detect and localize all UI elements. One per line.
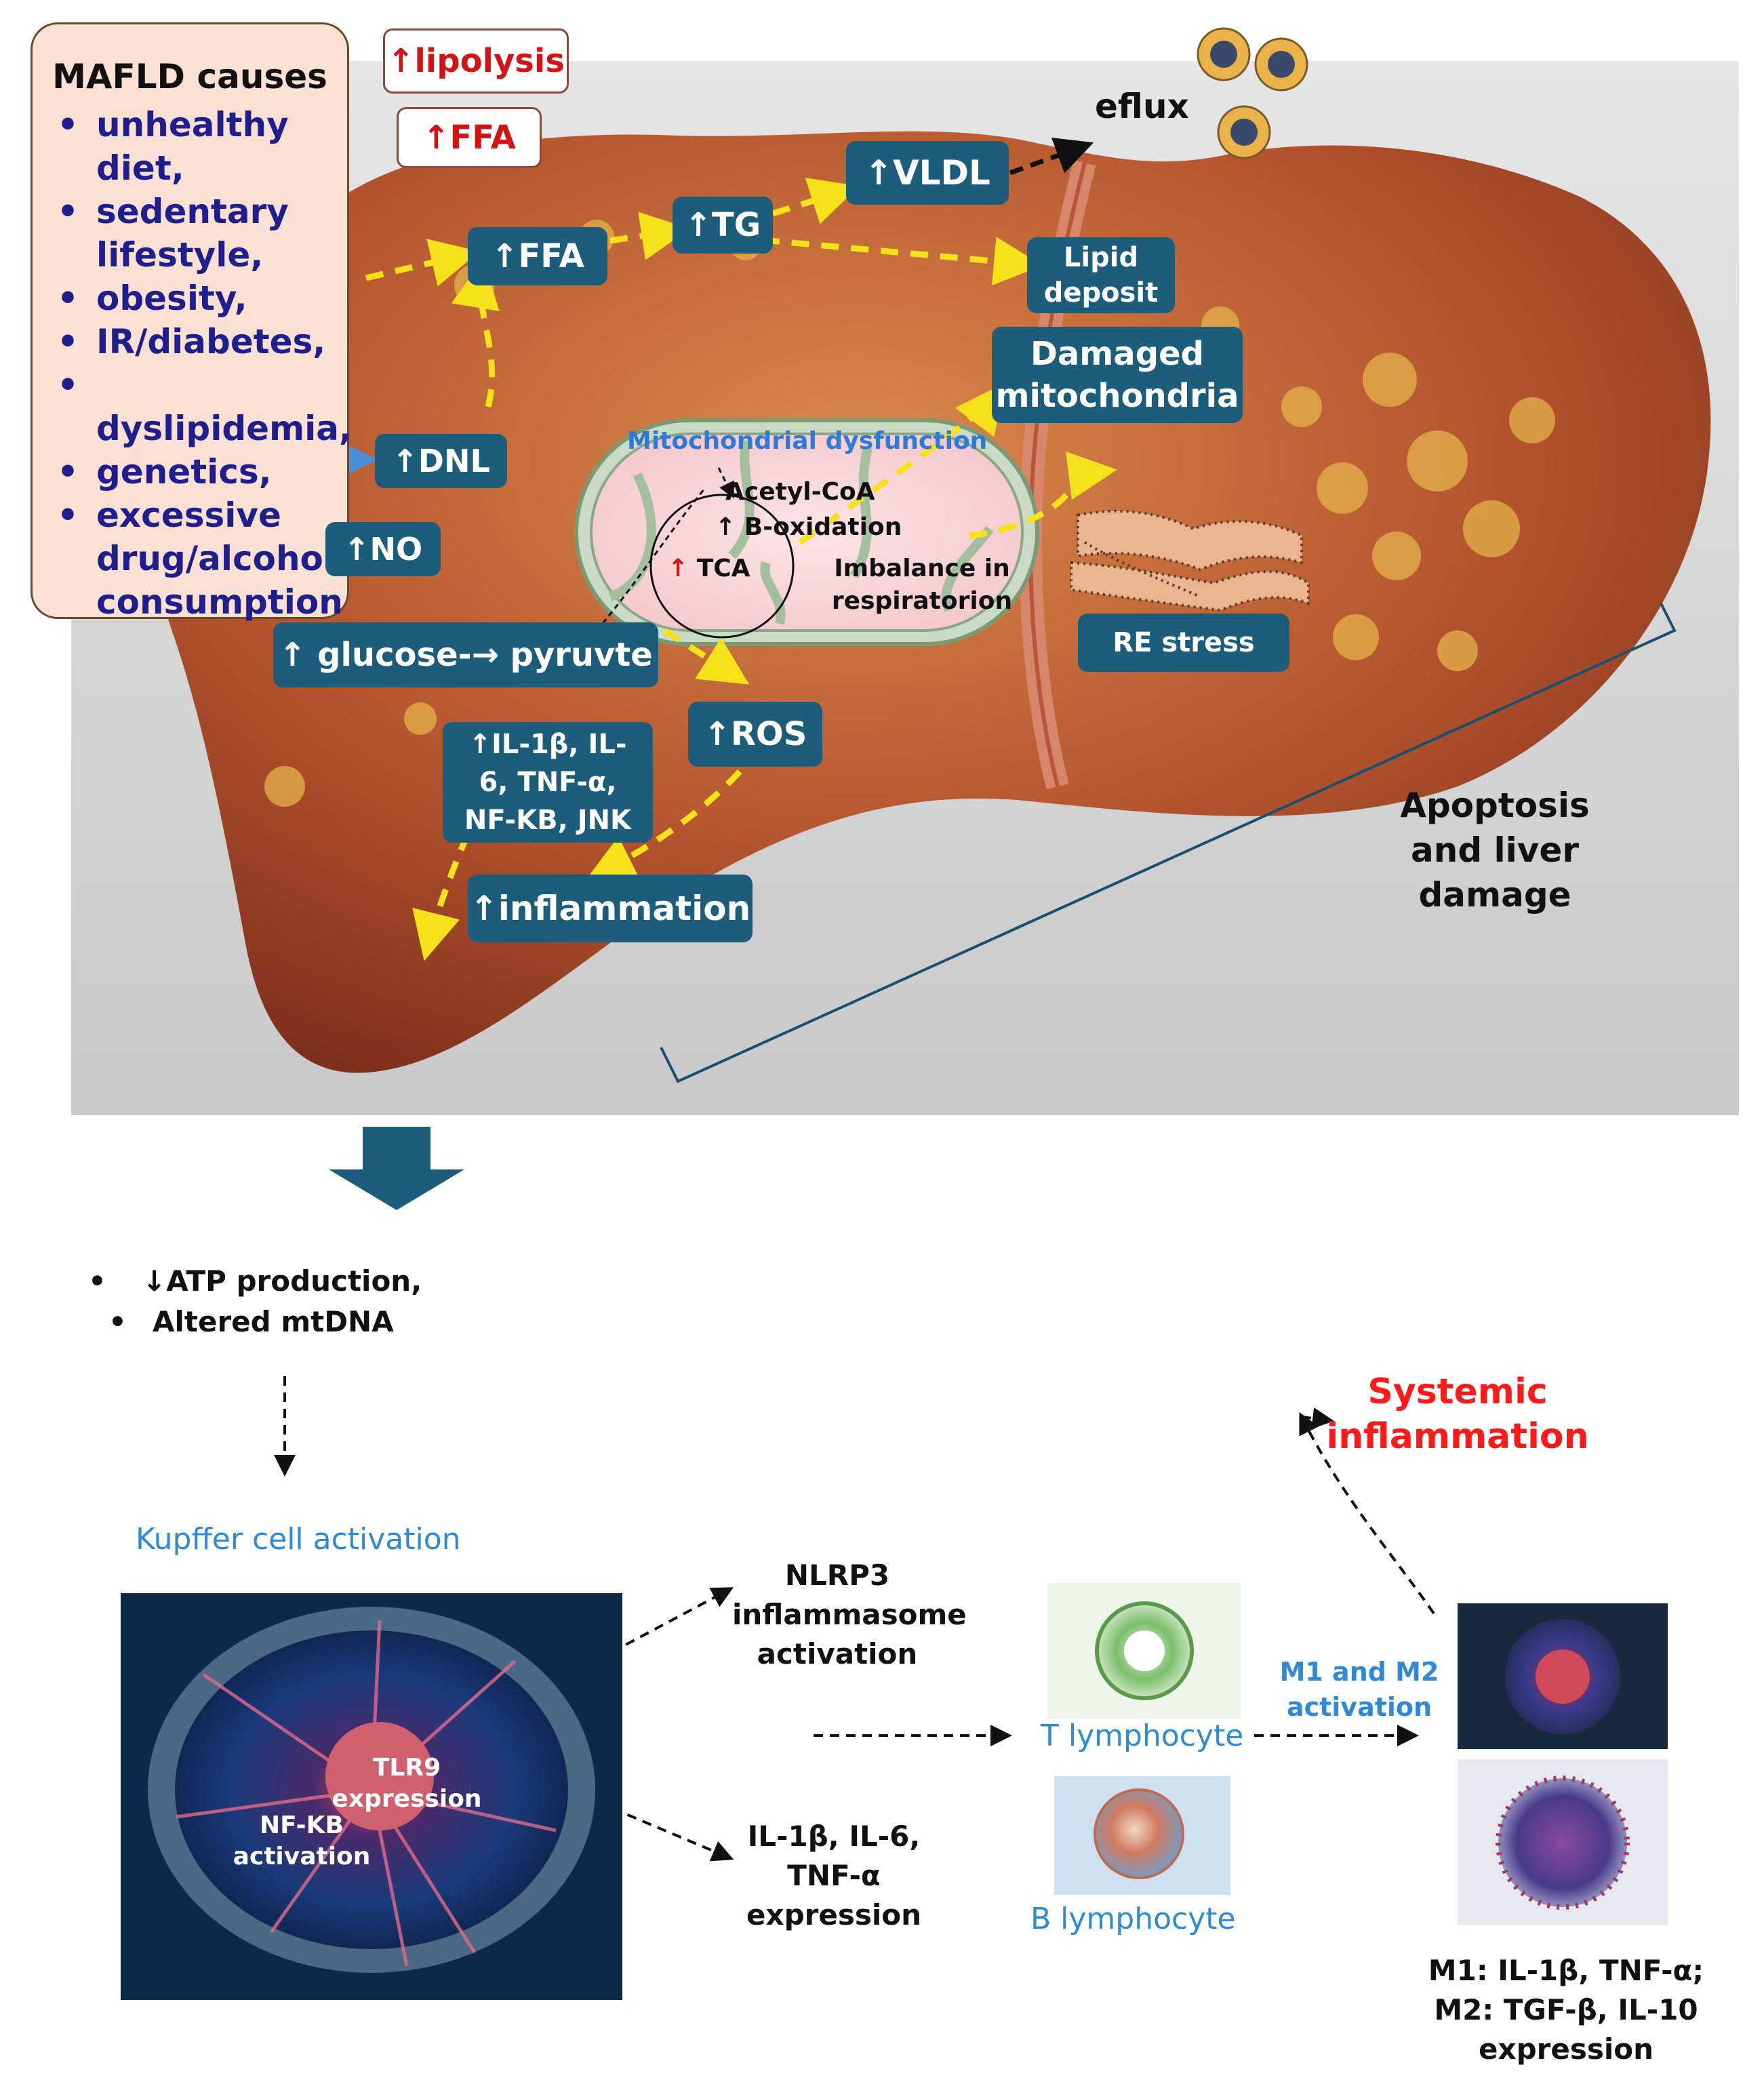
tca-arrow: ↑ — [668, 555, 689, 582]
cause-item: •IR/diabetes, — [57, 322, 326, 361]
cytokines-box: ↑IL-1β, IL-6, TNF-α, NF-KB, JNK — [443, 722, 653, 843]
acetyl-coa-label: Acetyl-CoA — [725, 478, 875, 506]
tca-label: ↑ TCA — [668, 555, 750, 582]
cause-item: •unhealthy diet, — [57, 105, 289, 188]
atp-production: •↓ATP production, — [88, 1264, 422, 1298]
ffa-box: ↑FFA — [468, 227, 607, 285]
re-stress-box: RE stress — [1078, 614, 1289, 672]
nfkb-label: NF-KB activation — [233, 1811, 371, 1870]
lipid-deposit-box: Lipid deposit — [1027, 237, 1175, 313]
b-lymphocyte-label: B lymphocyte — [1030, 1902, 1236, 1936]
imbalance-label: Imbalance in respiratorion — [831, 555, 1013, 615]
cause-item: •obesity, — [57, 279, 247, 318]
endoplasmic-reticulum — [1070, 509, 1310, 612]
mito-dysfunction-label: Mitochondrial dysfunction — [627, 427, 988, 455]
down-arrow-icon — [329, 1127, 464, 1210]
dnl-box: ↑DNL — [375, 434, 507, 488]
t-lymphocyte-label: T lymphocyte — [1041, 1719, 1244, 1753]
systemic-inflammation-label: Systemic inflammation — [1326, 1371, 1589, 1457]
glucose-box: ↑ glucose-→ pyruvte — [273, 622, 658, 687]
apoptosis-bracket — [660, 603, 1677, 1083]
cause-item: •dyslipidemia, — [57, 365, 353, 448]
tca-text: TCA — [688, 555, 750, 582]
cause-item: •genetics, — [57, 452, 272, 492]
tg-box: ↑TG — [673, 197, 773, 254]
damaged-mitochondria-box: Damaged mitochondria — [992, 327, 1243, 423]
cause-item: •excessive drug/alcohol consumption — [57, 496, 343, 622]
eflux-arrow — [1009, 138, 1094, 176]
lower-diagram-graphics — [121, 1127, 1668, 2000]
arrow-to-systemic — [1299, 1411, 1435, 1615]
mafld-causes-box: MAFLD causes •unhealthy diet, •sedentary… — [31, 22, 352, 622]
lipoprotein-particles — [1197, 27, 1308, 159]
tlr9-label: TLR9 expression — [332, 1754, 482, 1813]
no-box: ↑NO — [325, 522, 441, 576]
eflux-label: eflux — [1095, 87, 1189, 126]
causes-title: MAFLD causes — [52, 57, 327, 96]
altered-mtdna: •Altered mtDNA — [108, 1305, 394, 1338]
mitochondrion — [574, 418, 1039, 646]
kupffer-label: Kupffer cell activation — [136, 1522, 461, 1557]
inflammation-box: ↑inflammation — [468, 875, 753, 942]
apoptosis-label: Apoptosis and liver damage — [1400, 786, 1590, 915]
lipolysis-box: ↑lipolysis — [383, 28, 569, 94]
b-oxidation-label: ↑ B-oxidation — [715, 513, 902, 541]
causes-list: •unhealthy diet, •sedentary lifestyle, •… — [33, 103, 353, 624]
il-expression-label: IL-1β, IL-6, TNF-α expression — [746, 1820, 921, 1931]
cause-item: •sedentary lifestyle, — [57, 192, 289, 275]
vldl-box: ↑VLDL — [846, 141, 1009, 205]
bullet-icon: • — [88, 1264, 106, 1298]
ffa-red-box: ↑FFA — [397, 107, 542, 168]
bullet-icon: • — [108, 1305, 127, 1338]
m1m2-label: M1 and M2 activation — [1279, 1657, 1439, 1722]
nlrp3-label: NLRP3 inflammasome activation — [732, 1559, 967, 1670]
ros-box: ↑ROS — [688, 702, 822, 767]
macrophage-expression-label: M1: IL-1β, TNF-α; M2: TGF-β, IL-10 expre… — [1428, 1954, 1704, 2066]
pathway-arrows — [365, 178, 1117, 961]
